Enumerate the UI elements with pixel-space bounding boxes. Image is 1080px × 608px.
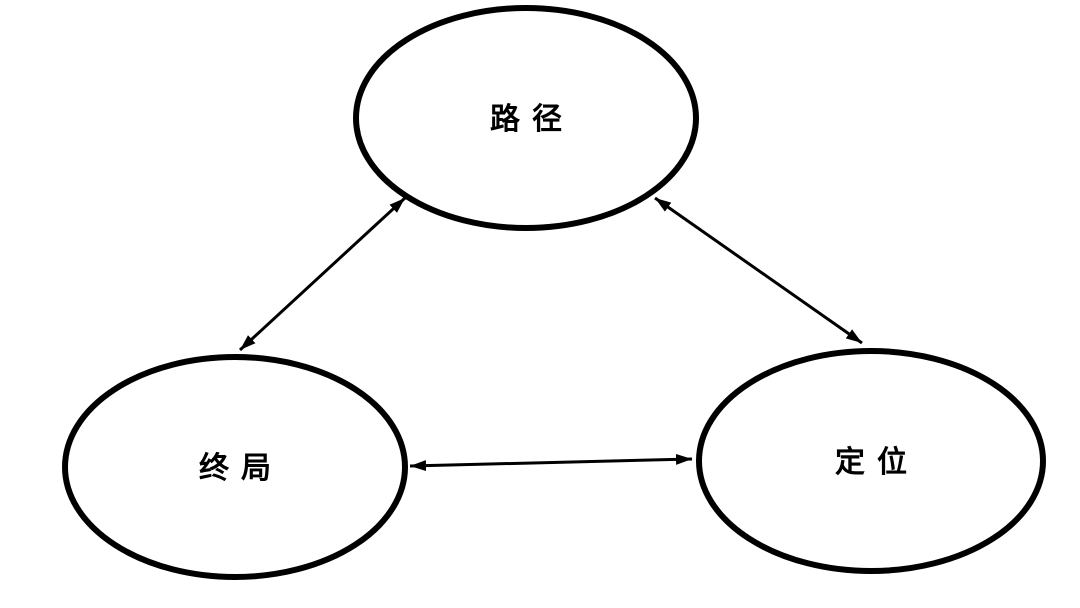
node-path-ellipse [353, 5, 699, 231]
node-positioning: 定位 [696, 348, 1046, 574]
node-positioning-label: 定位 [835, 445, 919, 480]
node-positioning-ellipse [696, 348, 1046, 574]
edge-path-endgame-arrow [238, 196, 407, 352]
node-endgame-ellipse [62, 354, 408, 580]
edge-path-positioning-arrow [654, 196, 863, 345]
node-path: 路径 [353, 5, 699, 231]
node-endgame: 终局 [62, 354, 408, 580]
node-endgame-label: 终局 [199, 451, 283, 486]
node-path-label: 路径 [490, 102, 574, 137]
edge-endgame-positioning-arrow [409, 453, 693, 472]
